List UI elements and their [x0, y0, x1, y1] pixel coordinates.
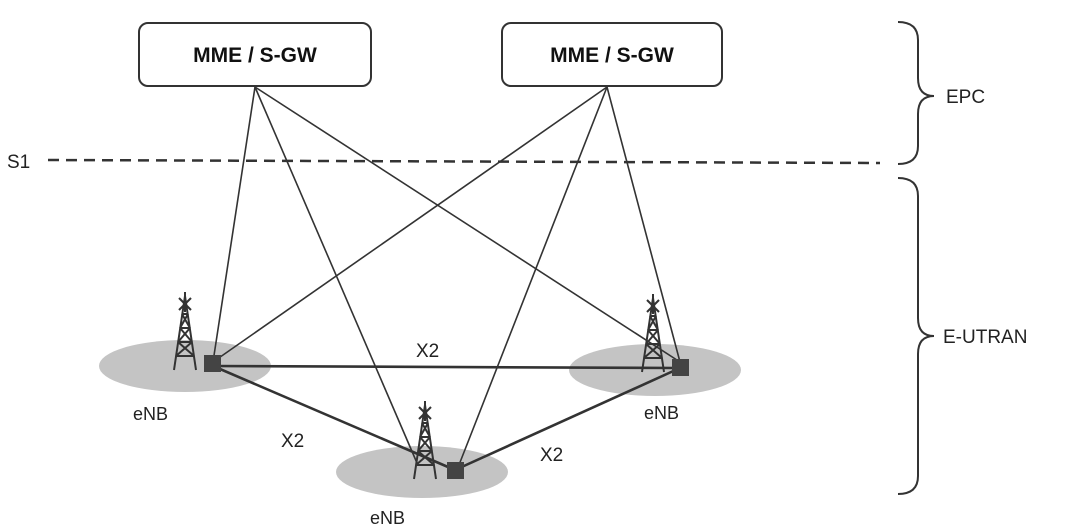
eutran-label: E-UTRAN	[943, 327, 1027, 348]
s1-links	[212, 86, 681, 471]
s1-label: S1	[7, 152, 30, 173]
mme-left-label: MME / S-GW	[193, 44, 317, 67]
s1-link	[212, 86, 256, 363]
antenna-tower-icon	[641, 294, 665, 373]
epc-brace-icon	[897, 21, 935, 165]
epc-label: EPC	[946, 87, 985, 108]
s1-boundary-line	[47, 158, 881, 165]
s1-link	[254, 86, 418, 464]
enb-left-node	[204, 355, 221, 372]
x2-links	[212, 364, 681, 472]
enb-left-coverage	[99, 340, 271, 392]
s1-link	[456, 86, 608, 471]
x2-link-right	[454, 366, 681, 472]
enb-bottom-label: eNB	[370, 508, 405, 528]
s1-link	[254, 86, 681, 363]
x2-link-left	[212, 364, 456, 472]
x2-link-top	[212, 364, 681, 370]
s1-link	[606, 86, 681, 363]
enb-right-label: eNB	[644, 403, 679, 423]
mme-right-label: MME / S-GW	[550, 44, 674, 67]
antenna-tower-icon	[173, 292, 197, 371]
mme-right-box	[501, 22, 723, 87]
s1-link	[212, 86, 608, 363]
enb-right-coverage	[569, 344, 741, 396]
eutran-brace-icon	[897, 177, 935, 495]
mme-left-box	[138, 22, 372, 87]
enb-bottom-node	[447, 462, 464, 479]
enb-right-node	[672, 359, 689, 376]
x2-top-label: X2	[416, 341, 439, 362]
enb-left-label: eNB	[133, 404, 168, 424]
x2-left-label: X2	[281, 431, 304, 452]
x2-right-label: X2	[540, 445, 563, 466]
enb-bottom-coverage	[336, 446, 508, 498]
antenna-tower-icon	[413, 401, 437, 480]
